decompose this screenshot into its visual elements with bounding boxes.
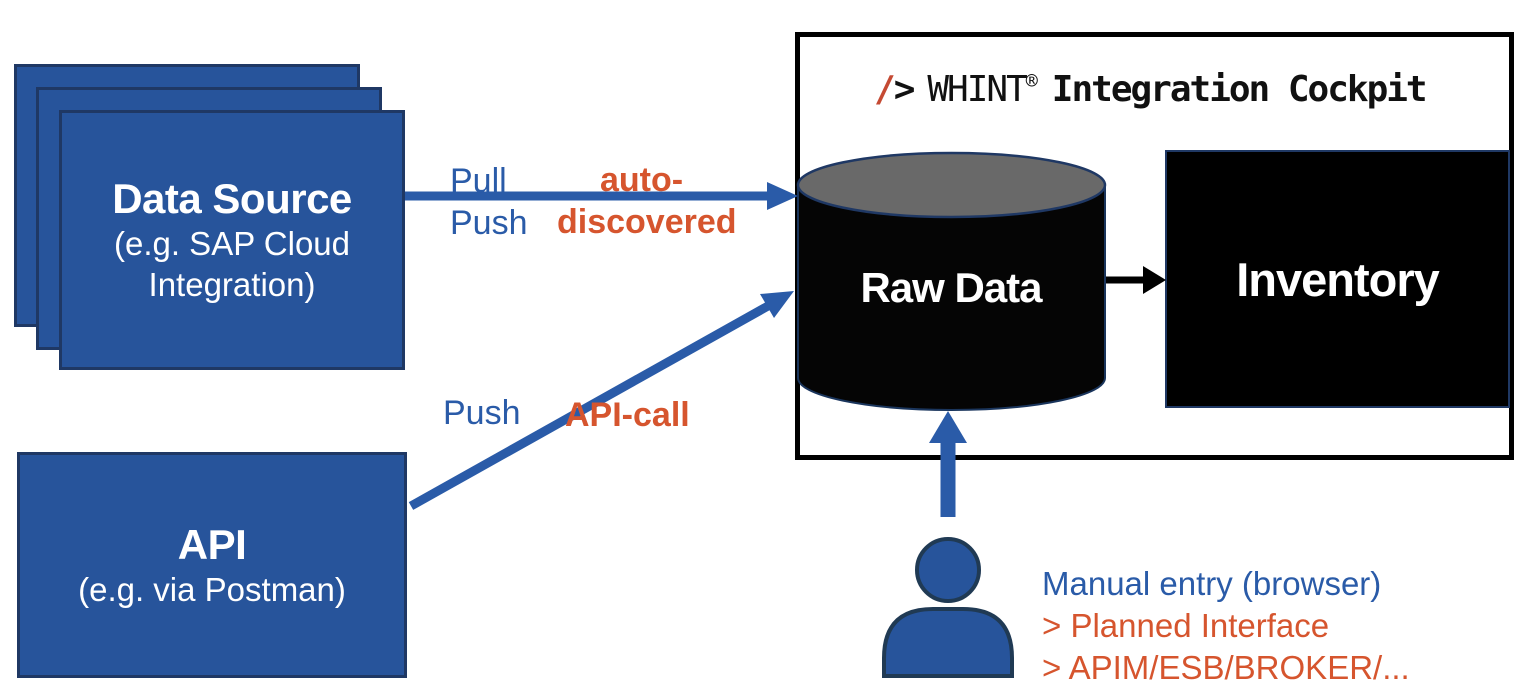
push-label-api: Push <box>443 394 521 432</box>
raw-data-label: Raw Data <box>860 264 1042 311</box>
discovered-tag: discovered <box>557 203 737 241</box>
data-source-subtitle: (e.g. SAP Cloud Integration) <box>113 225 351 303</box>
arrow-manual-to-rawdata <box>929 411 967 517</box>
arrow-rawdata-to-inventory <box>1105 266 1166 294</box>
api-call-tag: API-call <box>565 396 690 434</box>
manual-entry-line: Manual entry (browser) <box>1042 565 1382 602</box>
auto-tag: auto- <box>600 161 684 199</box>
inventory-label: Inventory <box>1236 252 1440 306</box>
api-subtitle: (e.g. via Postman) <box>78 570 346 608</box>
api-title: API <box>177 520 247 568</box>
inventory-node: Inventory <box>1165 150 1510 408</box>
data-source-node: Data Source (e.g. SAP Cloud Integration) <box>59 110 405 370</box>
registered-mark: ® <box>1025 69 1038 93</box>
product-name: Integration Cockpit <box>1051 69 1428 110</box>
raw-data-cylinder-icon <box>796 151 1107 411</box>
manual-entry-note: Manual entry (browser) > Planned Interfa… <box>1042 563 1410 689</box>
arrow-datasource-to-rawdata <box>405 182 798 210</box>
apim-esb-broker-line: > APIM/ESB/BROKER/... <box>1042 649 1410 686</box>
cockpit-title: /> WHINT® Integration Cockpit <box>874 69 1428 110</box>
planned-interface-line: > Planned Interface <box>1042 607 1330 644</box>
brand-name: WHINT <box>927 69 1027 110</box>
arrow-api-to-rawdata <box>408 291 794 510</box>
code-slash-icon: / <box>874 69 896 110</box>
push-label: Push <box>450 204 528 242</box>
person-icon <box>882 537 1014 678</box>
api-node: API (e.g. via Postman) <box>17 452 407 678</box>
code-chevron-icon: > <box>893 69 916 110</box>
pull-label: Pull <box>450 162 507 200</box>
data-source-title: Data Source <box>112 175 352 222</box>
